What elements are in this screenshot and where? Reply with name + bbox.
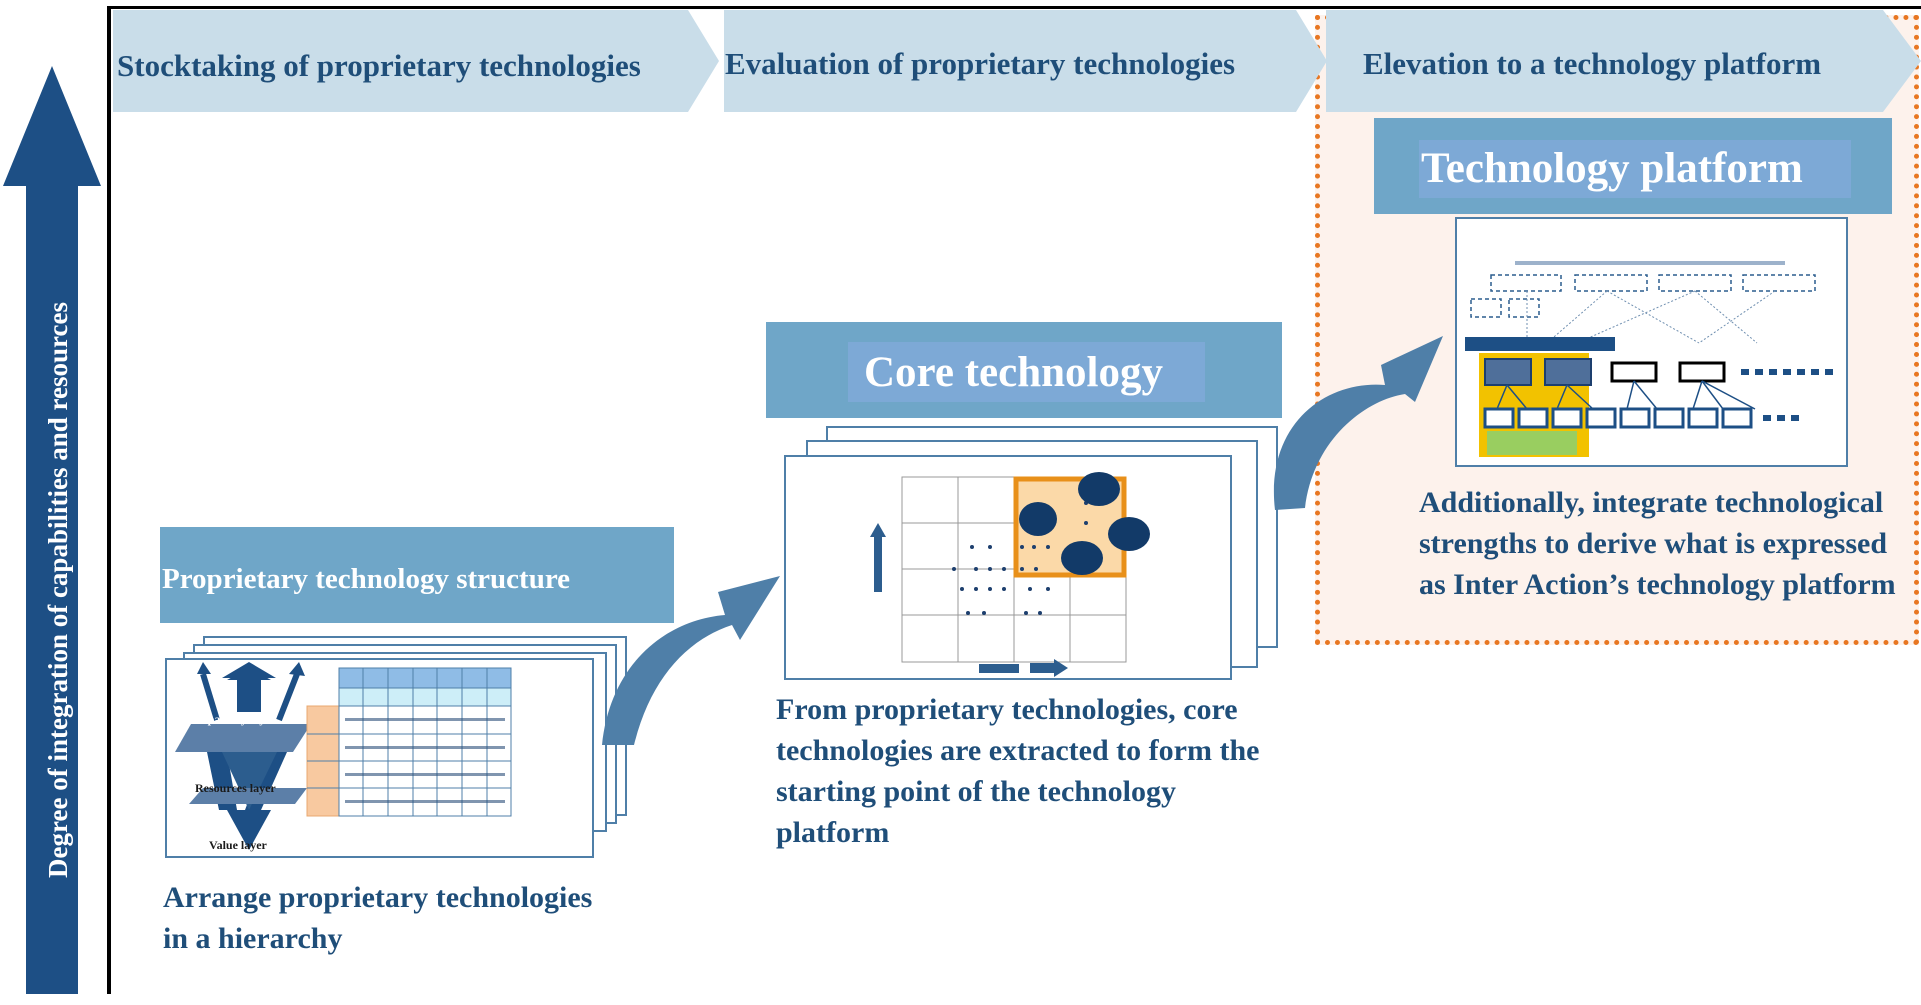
structure-card: Capability layer Resources layer Value l… — [165, 658, 594, 858]
resources-layer-label: Resources layer — [195, 781, 276, 795]
capability-layer-label: Capability layer — [193, 712, 276, 726]
platform-network-diagram — [1465, 261, 1833, 457]
core-description: From proprietary technologies, core tech… — [776, 693, 1260, 849]
structure-description: Arrange proprietary technologies in a hi… — [163, 881, 593, 955]
stage-banner-2-shape — [724, 10, 1327, 112]
hierarchy-diagram — [175, 662, 512, 850]
frame-left-border — [107, 6, 111, 994]
stage-label-stocktaking: Stocktaking of proprietary technologies — [117, 48, 641, 83]
core-scatter-diagram — [870, 472, 1150, 677]
platform-diagram-card — [1455, 217, 1848, 467]
stage-label-elevation: Elevation to a technology platform — [1363, 46, 1822, 81]
value-layer-label: Value layer — [209, 838, 267, 852]
curved-arrow-core-to-platform — [1273, 336, 1443, 510]
axis-label-container: Degree of integration of capabilities an… — [38, 175, 78, 1005]
core-title: Core technology — [864, 349, 1163, 396]
stage-label-evaluation: Evaluation of proprietary technologies — [725, 46, 1236, 81]
axis-label: Degree of integration of capabilities an… — [42, 302, 73, 878]
core-card — [784, 455, 1232, 680]
vertical-axis-arrow — [3, 66, 101, 994]
curved-arrow-structure-to-core — [602, 576, 780, 745]
stage-banner-3-shape — [1326, 10, 1921, 112]
platform-description: Additionally, integrate technological st… — [1419, 486, 1896, 601]
structure-header-box — [160, 527, 674, 623]
frame-top-border — [107, 6, 1921, 9]
stage-banner-1-shape — [113, 10, 719, 112]
platform-title-highlight — [1419, 140, 1851, 198]
stage-banners — [113, 10, 1921, 112]
platform-title: Technology platform — [1421, 145, 1803, 192]
core-title-highlight — [848, 342, 1205, 402]
structure-title: Proprietary technology structure — [162, 563, 571, 595]
